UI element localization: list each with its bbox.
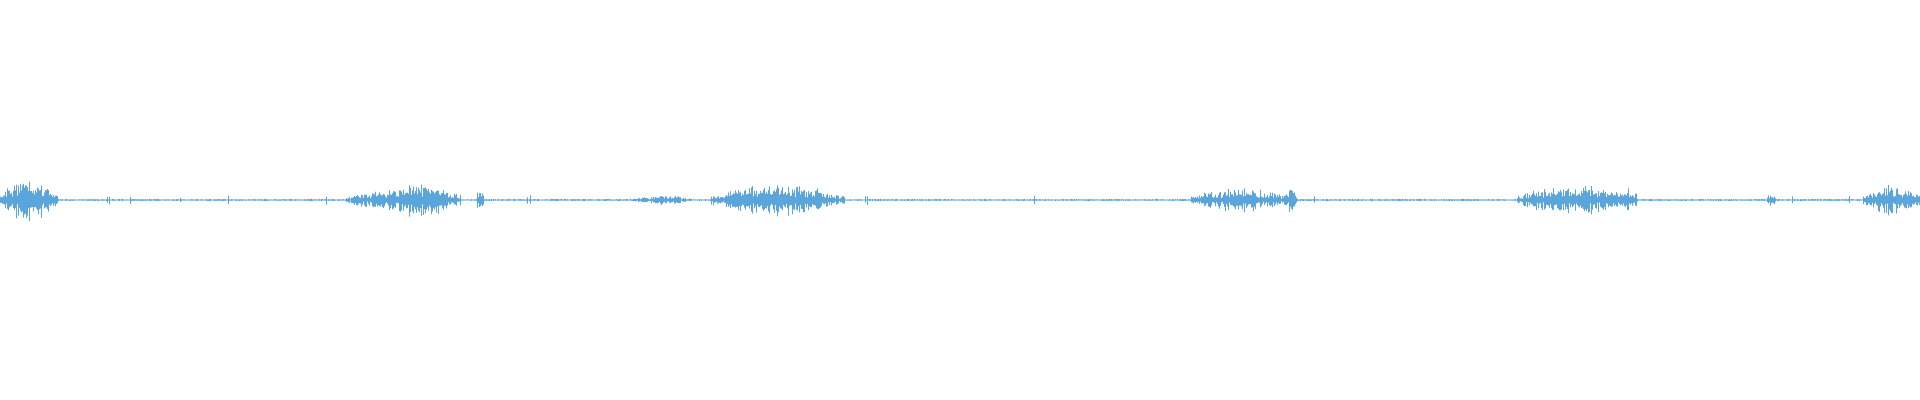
waveform-amplitude xyxy=(0,181,1920,222)
